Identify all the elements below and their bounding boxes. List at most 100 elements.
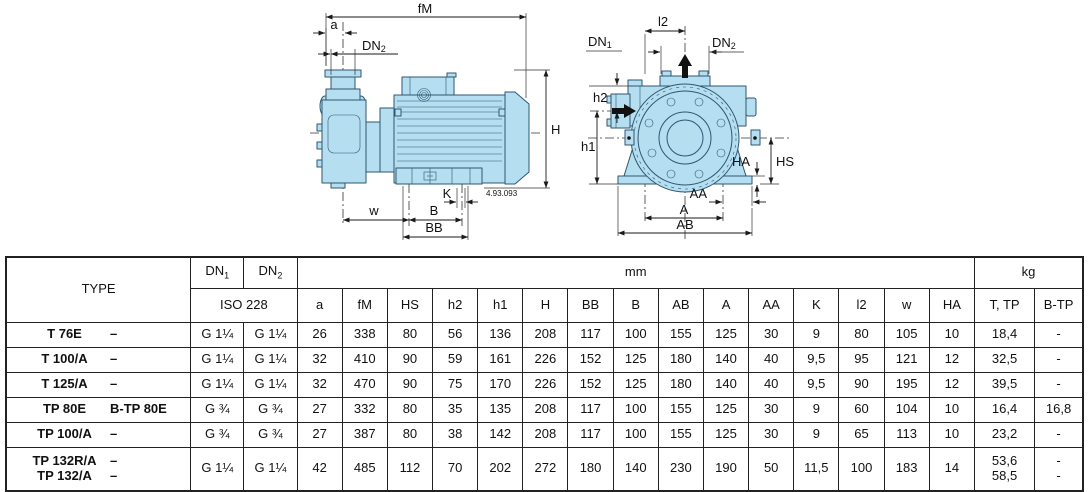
dim-header-k: K [793, 287, 840, 323]
dim-cell: 80 [386, 396, 434, 423]
side-view-drawing: fM a DN2 H K w B [310, 1, 560, 240]
dim-cell: 338 [341, 321, 388, 348]
table-body: T 76E– G 1¼ G 1¼ 26 338 80 56 136 208 11… [5, 321, 1084, 492]
kg-btp-cell: 16,8 [1034, 396, 1084, 423]
motor-side-body [393, 72, 530, 185]
dim-label-a2: A [680, 202, 689, 217]
dim-cell: 104 [883, 396, 930, 423]
dim-cell: 180 [567, 446, 614, 492]
dim-label-ha: HA [732, 154, 750, 169]
dim-cell: 32 [296, 371, 343, 398]
dn2-cell: G 1¼ [243, 346, 298, 373]
dim-cell: 60 [838, 396, 885, 423]
dim-cell: 180 [657, 346, 704, 373]
dim-header-l2: l2 [838, 287, 885, 323]
drawing-code: 4.93.093 [486, 189, 518, 198]
dim-cell: 136 [477, 321, 524, 348]
dim-cell: 208 [522, 421, 569, 448]
dim-cell: 40 [748, 346, 795, 373]
dim-cell: 470 [341, 371, 388, 398]
dim-cell: 125 [702, 396, 750, 423]
dim-label-dn2-side: DN2 [362, 38, 386, 54]
dim-header-a: a [296, 287, 343, 323]
dim-cell: 105 [883, 321, 930, 348]
dim-cell: 90 [838, 371, 885, 398]
dn1-cell: G 1¼ [190, 321, 245, 348]
dim-cell: 80 [386, 421, 434, 448]
dim-header-fm: fM [341, 287, 388, 323]
dim-cell: 100 [838, 446, 885, 492]
kg-ttp-cell: 23,2 [973, 421, 1036, 448]
dim-cell: 40 [748, 371, 795, 398]
dim-cell: 10 [928, 321, 975, 348]
kg-ttp-header: T, TP [973, 287, 1036, 323]
dn2-header: DN2 [243, 256, 298, 289]
flow-arrow-up-icon [678, 54, 692, 78]
table-row: TP 100/A– G ¾ G ¾ 27 387 80 38 142 208 1… [5, 421, 1084, 448]
kg-btp-header: B-TP [1034, 287, 1084, 323]
dim-cell: 332 [341, 396, 388, 423]
dn1-header: DN1 [190, 256, 245, 289]
dim-cell: 14 [928, 446, 975, 492]
dn1-cell: G ¾ [190, 421, 245, 448]
dim-cell: 12 [928, 346, 975, 373]
dim-cell: 11,5 [793, 446, 840, 492]
type-cell: TP 100/A– [5, 421, 192, 448]
dim-cell: 125 [702, 421, 750, 448]
dim-label-ab: AB [676, 217, 693, 232]
dim-cell: 121 [883, 346, 930, 373]
dim-header-h2: h2 [432, 287, 479, 323]
dim-label-aa: AA [690, 186, 708, 201]
dim-cell: 170 [477, 371, 524, 398]
kg-btp-cell: - [1034, 321, 1084, 348]
table-row: T 125/A– G 1¼ G 1¼ 32 470 90 75 170 226 … [5, 371, 1084, 398]
dim-cell: 9 [793, 396, 840, 423]
dim-cell: 50 [748, 446, 795, 492]
dn1-cell: G 1¼ [190, 346, 245, 373]
dim-label-a: a [330, 17, 338, 32]
dim-cell: 140 [612, 446, 659, 492]
dim-cell: 125 [612, 371, 659, 398]
dim-cell: 125 [702, 321, 750, 348]
kg-btp-cell: -- [1034, 446, 1084, 492]
type-cell: T 125/A– [5, 371, 192, 398]
dim-cell: 230 [657, 446, 704, 492]
dim-cell: 75 [432, 371, 479, 398]
dim-cell: 226 [522, 346, 569, 373]
dim-cell: 117 [567, 396, 614, 423]
dim-cell: 70 [432, 446, 479, 492]
dn1-cell: G 1¼ [190, 446, 245, 492]
dim-label-w: w [368, 203, 379, 218]
dim-cell: 95 [838, 346, 885, 373]
dim-label-h2: h2 [593, 90, 607, 105]
front-view-drawing: l2 DN1 DN2 h2 h1 HS [581, 14, 794, 242]
dim-cell: 117 [567, 321, 614, 348]
dim-cell: 9 [793, 421, 840, 448]
dim-cell: 9 [793, 321, 840, 348]
dim-cell: 80 [838, 321, 885, 348]
dim-header-h1: h1 [477, 287, 524, 323]
dim-cell: 226 [522, 371, 569, 398]
dim-cell: 152 [567, 371, 614, 398]
dim-label-h1: h1 [581, 139, 595, 154]
dim-header-bb: BB [567, 287, 614, 323]
dim-cell: 202 [477, 446, 524, 492]
dim-cell: 272 [522, 446, 569, 492]
table-row: T 100/A– G 1¼ G 1¼ 32 410 90 59 161 226 … [5, 346, 1084, 373]
dim-cell: 10 [928, 396, 975, 423]
type-cell: TP 132R/A–TP 132/A– [5, 446, 192, 492]
dim-cell: 195 [883, 371, 930, 398]
dim-cell: 387 [341, 421, 388, 448]
dim-label-bb: BB [425, 220, 442, 235]
dim-header-ab: AB [657, 287, 704, 323]
dim-cell: 12 [928, 371, 975, 398]
dim-cell: 135 [477, 396, 524, 423]
dim-cell: 140 [702, 371, 750, 398]
dim-cell: 30 [748, 321, 795, 348]
dim-cell: 113 [883, 421, 930, 448]
dim-label-b: B [430, 203, 439, 218]
dim-cell: 30 [748, 421, 795, 448]
mm-header: mm [296, 256, 975, 289]
dim-cell: 32 [296, 346, 343, 373]
